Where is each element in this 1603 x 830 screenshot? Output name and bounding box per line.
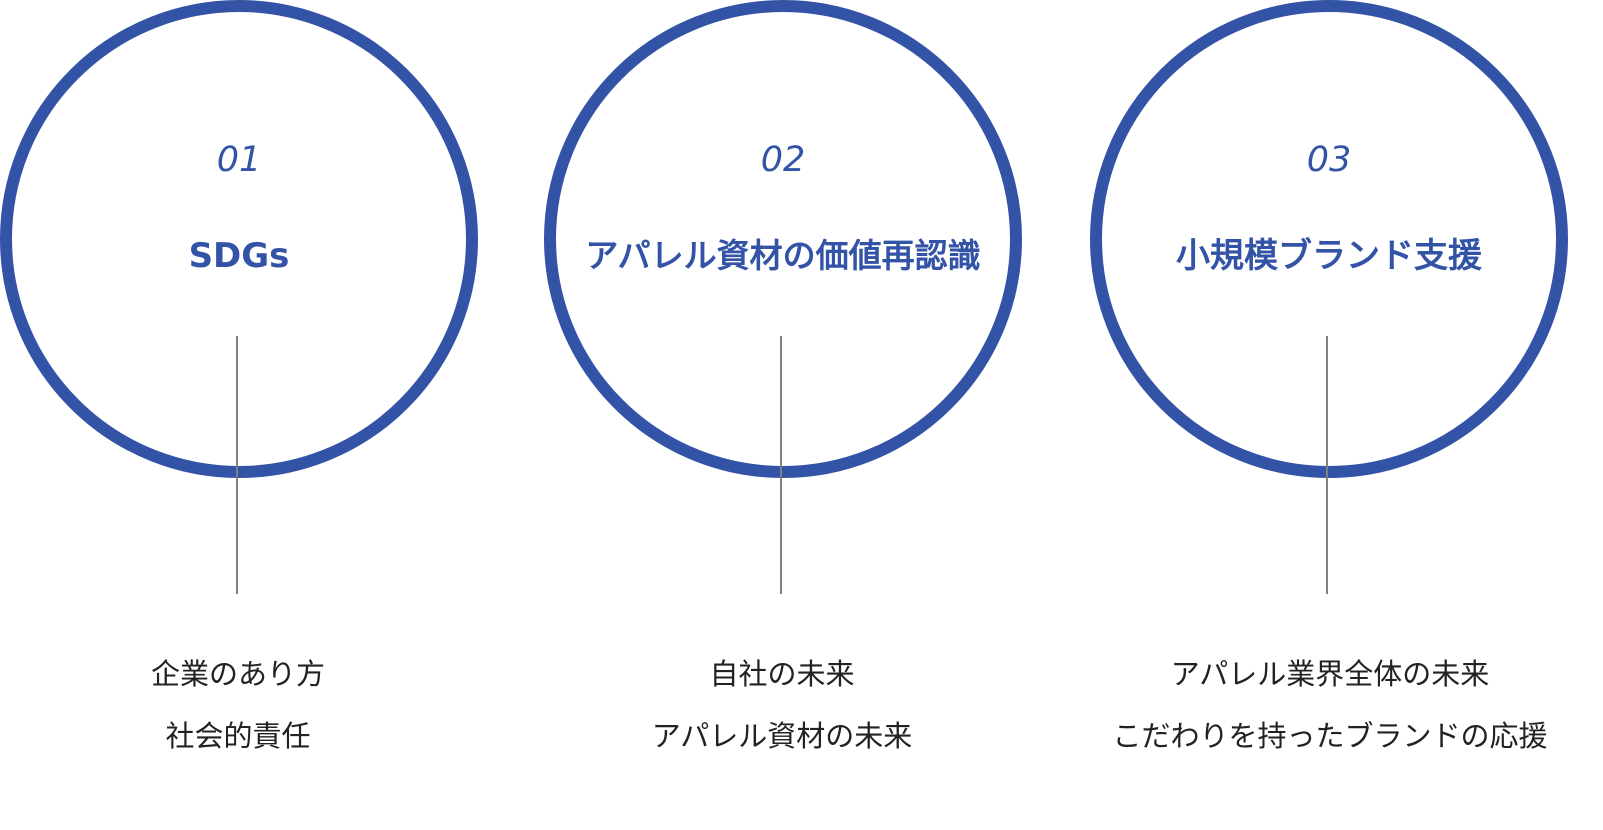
item-description: 企業のあり方 社会的責任 xyxy=(88,643,388,767)
item-title: アパレル資材の価値再認識 xyxy=(585,236,981,275)
description-line: 企業のあり方 xyxy=(150,657,325,691)
connector-line xyxy=(236,336,238,594)
item-number: 02 xyxy=(760,140,806,180)
circle-01: 01 SDGs xyxy=(0,0,478,478)
description-line: アパレル資材の未来 xyxy=(651,719,913,753)
item-title: 小規模ブランド支援 xyxy=(1176,236,1482,276)
item-title: SDGs xyxy=(188,236,290,276)
description-line: 社会的責任 xyxy=(165,719,311,753)
item-description: アパレル業界全体の未来 こだわりを持ったブランドの応援 xyxy=(1090,643,1570,767)
item-number: 03 xyxy=(1306,140,1352,180)
item-number: 01 xyxy=(216,140,262,180)
item-description: 自社の未来 アパレル資材の未来 xyxy=(632,643,932,767)
connector-line xyxy=(1326,336,1328,594)
description-line: アパレル業界全体の未来 xyxy=(1170,657,1490,691)
description-line: 自社の未来 xyxy=(709,657,855,691)
circle-02: 02 アパレル資材の価値再認識 xyxy=(544,0,1022,478)
description-line: こだわりを持ったブランドの応援 xyxy=(1112,719,1548,753)
circle-03: 03 小規模ブランド支援 xyxy=(1090,0,1568,478)
connector-line xyxy=(780,336,782,594)
